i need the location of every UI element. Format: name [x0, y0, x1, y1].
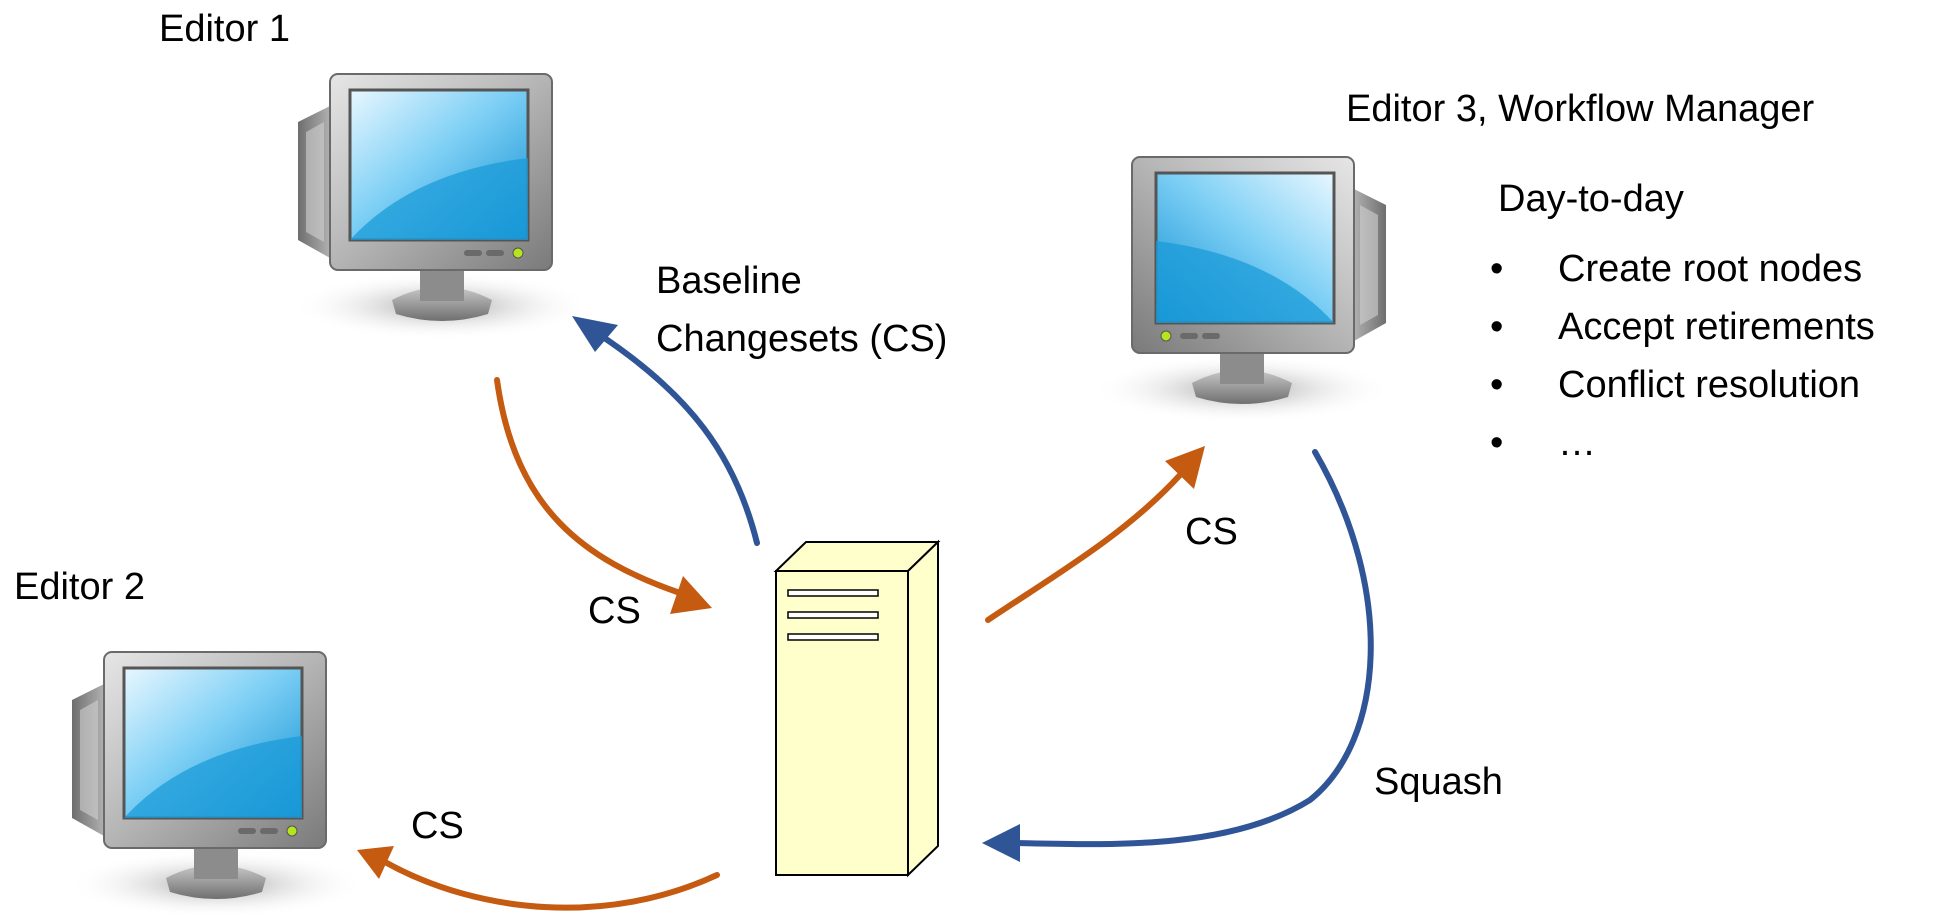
arrowhead-editor1 — [572, 316, 618, 352]
editor1-label: Editor 1 — [159, 8, 290, 50]
baseline-label-line1: Baseline — [656, 260, 802, 302]
editor2-label: Editor 2 — [14, 566, 145, 608]
arrow-server-to-editor3 — [985, 472, 1183, 623]
cs-label-server-to-editor3: CS — [1185, 511, 1238, 553]
duties-heading: Day-to-day — [1498, 178, 1684, 220]
arrowhead-server — [670, 576, 712, 614]
arrowhead-editor2 — [357, 846, 394, 879]
arrow-server-to-editor2 — [382, 859, 720, 911]
arrow-editor1-to-server — [494, 377, 683, 596]
duties-item: Create root nodes — [1490, 240, 1875, 298]
editor2-computer-icon — [66, 651, 366, 916]
arrowhead-editor3 — [1165, 446, 1205, 489]
duties-item: Accept retirements — [1490, 298, 1875, 356]
cs-label-editor1-to-server: CS — [588, 590, 641, 632]
duties-item: Conflict resolution — [1490, 356, 1875, 414]
editor3-computer-icon — [1092, 156, 1392, 423]
duties-item: … — [1490, 414, 1875, 472]
baseline-label-line2: Changesets (CS) — [656, 318, 948, 360]
cs-label-server-to-editor2: CS — [411, 805, 464, 847]
editor3-label: Editor 3, Workflow Manager — [1346, 88, 1815, 130]
server-tower-icon — [773, 539, 941, 878]
arrow-server-to-editor1 — [597, 332, 760, 546]
arrowhead-server-squash — [982, 824, 1020, 862]
arrow-editor3-to-server — [1012, 449, 1374, 848]
editor1-computer-icon — [292, 73, 592, 340]
duties-list: Create root nodes Accept retirements Con… — [1490, 240, 1875, 472]
squash-label: Squash — [1374, 761, 1503, 803]
